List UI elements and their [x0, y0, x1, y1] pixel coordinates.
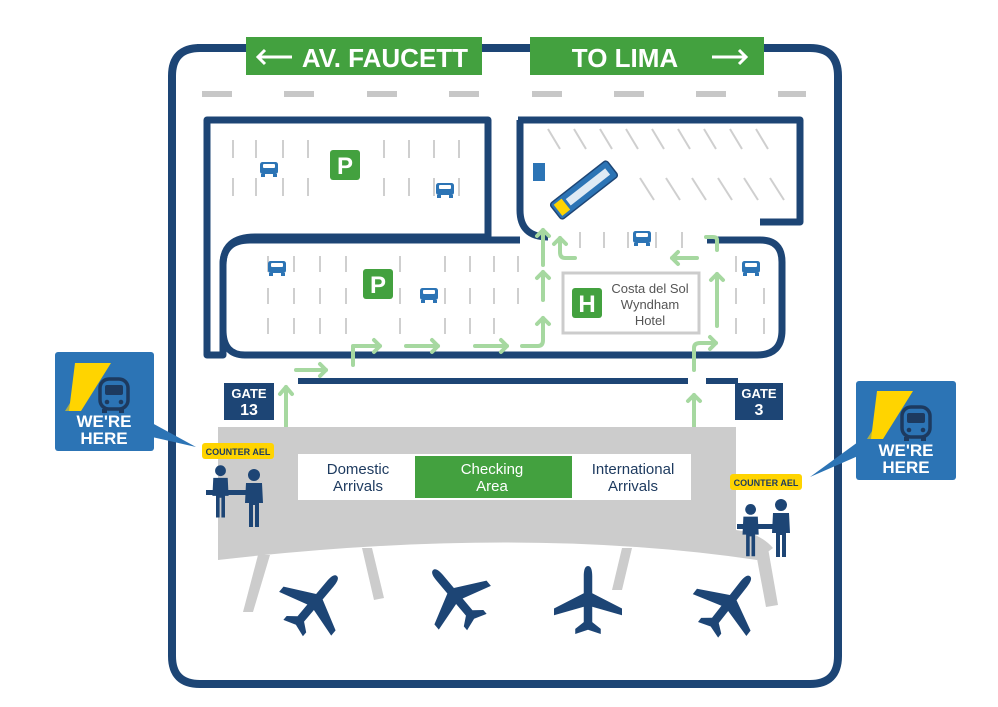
international-arrivals-line-2: Arrivals — [608, 478, 658, 495]
parking-area-middle-outline — [219, 236, 786, 359]
parking-sign: P — [330, 150, 360, 180]
airplane-icon — [267, 554, 363, 650]
international-arrivals-line-1: International — [592, 461, 675, 478]
left-arrow-icon — [255, 48, 292, 66]
checking-area-line-1: Checking — [461, 461, 524, 478]
airport-express-bus — [549, 160, 619, 220]
road-sign-to-lima: TO LIMA — [530, 37, 764, 75]
hotel-name-line-2: Wyndham — [621, 297, 679, 312]
domestic-arrivals-line-1: Domestic — [327, 461, 390, 478]
parking-area-right-outline — [516, 116, 804, 241]
road-sign-label: TO LIMA — [572, 43, 679, 73]
parking-sign-label: P — [370, 272, 386, 299]
gate-word: GATE — [231, 386, 266, 401]
car-icon — [633, 231, 651, 246]
gate-number: 3 — [755, 402, 764, 419]
callout-line-1: WE'RE — [878, 441, 933, 460]
counter-ael-right: COUNTER AEL — [730, 474, 802, 490]
airplane-icon — [407, 548, 503, 644]
parking-stall-lines — [232, 140, 460, 196]
car-icon — [260, 162, 278, 177]
callout-line-2: HERE — [882, 458, 929, 477]
counter-staff-icon — [737, 499, 790, 557]
gate-word: GATE — [741, 386, 776, 401]
airplane-icon — [554, 566, 622, 634]
gate-number: 13 — [240, 402, 258, 419]
counter-staff-icon — [206, 465, 263, 527]
we-are-here-callout-left: WE'RE HERE — [55, 352, 196, 451]
road-sign-av-faucett: AV. FAUCETT — [246, 37, 482, 75]
gate-3: GATE 3 — [735, 383, 783, 420]
car-icon — [742, 261, 760, 276]
counter-label: COUNTER AEL — [734, 478, 799, 488]
parking-stall-lines — [267, 232, 765, 334]
car-icon — [268, 261, 286, 276]
road-sign-label: AV. FAUCETT — [302, 43, 468, 73]
callout-line-2: HERE — [80, 429, 127, 448]
bus-stop-marker — [533, 163, 545, 181]
hotel-icon-label: H — [578, 291, 595, 318]
counter-label: COUNTER AEL — [206, 447, 271, 457]
diagonal-parking-lines — [547, 128, 785, 201]
gate-13: GATE 13 — [224, 383, 274, 420]
terminal-building — [218, 427, 778, 612]
domestic-arrivals-line-2: Arrivals — [333, 478, 383, 495]
airport-boundary — [168, 44, 842, 688]
counter-ael-left: COUNTER AEL — [202, 443, 274, 459]
parking-sign-label: P — [337, 153, 353, 180]
car-icon — [436, 183, 454, 198]
hotel-name-line-1: Costa del Sol — [611, 281, 688, 296]
car-icon — [420, 288, 438, 303]
callout-line-1: WE'RE — [76, 412, 131, 431]
parking-sign: P — [363, 269, 393, 299]
checking-area-line-2: Area — [476, 478, 508, 495]
hotel-name-line-3: Hotel — [635, 313, 665, 328]
right-arrow-icon — [712, 48, 749, 66]
we-are-here-callout-right: WE'RE HERE — [810, 381, 956, 480]
road-lane-markings — [202, 91, 806, 97]
hotel-building: H Costa del Sol Wyndham Hotel — [561, 271, 701, 335]
